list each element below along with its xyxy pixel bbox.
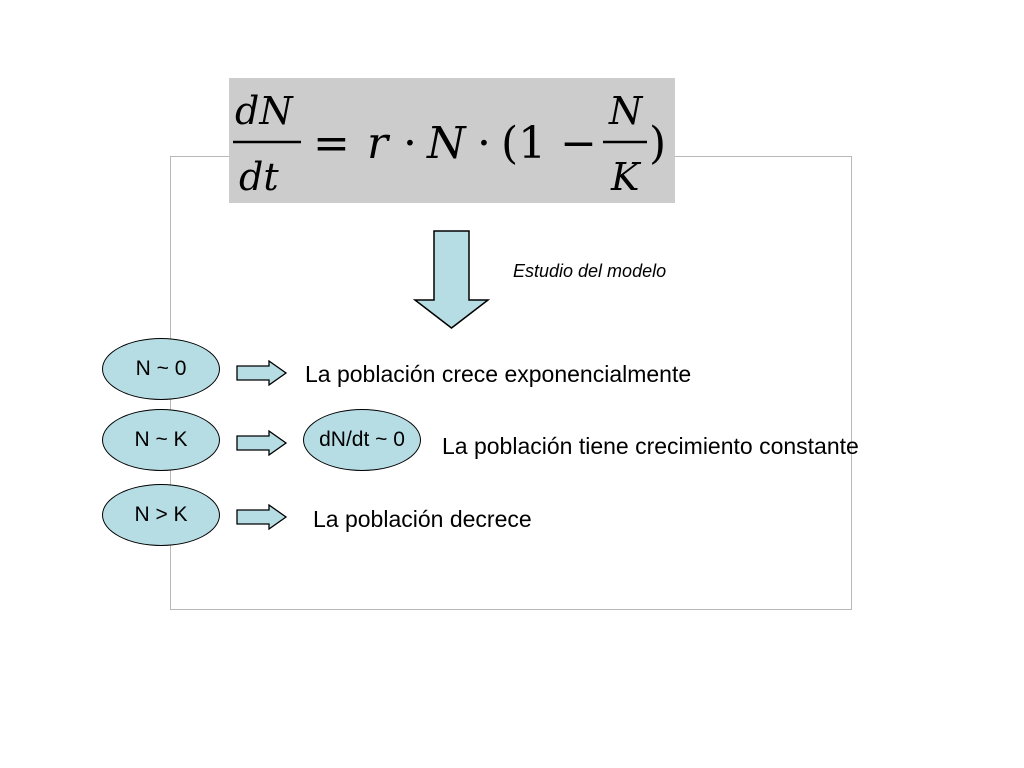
inner-denominator: K: [610, 155, 642, 199]
result-constant: La población tiene crecimiento constante: [442, 433, 859, 459]
study-label: Estudio del modelo: [513, 261, 667, 281]
lhs-numerator: dN: [235, 89, 294, 133]
condition-n-greater-k: N > K: [102, 484, 220, 546]
derivative-zero: dN/dt ~ 0: [303, 409, 421, 471]
result-decrease: La población decrece: [313, 506, 532, 532]
logistic-equation: dN dt = r · N · (1 − N K ): [229, 78, 675, 203]
close-paren: ): [649, 118, 666, 169]
condition-n-k: N ~ K: [102, 409, 220, 471]
dot-2: ·: [477, 118, 491, 169]
equals-sign: =: [313, 118, 350, 169]
condition-n-zero: N ~ 0: [102, 338, 220, 400]
result-exponential: La población crece exponencialmente: [305, 361, 692, 387]
right-arrow-icon: [236, 430, 288, 456]
right-arrow-icon: [236, 504, 288, 530]
open-paren-one-minus: (1 −: [501, 118, 597, 169]
right-arrow-icon: [236, 360, 288, 386]
dot-1: ·: [403, 118, 417, 169]
inner-numerator: N: [608, 89, 644, 133]
down-arrow-icon: [412, 230, 491, 329]
population-n: N: [426, 118, 467, 169]
equation-svg: dN dt = r · N · (1 − N K ): [233, 89, 666, 199]
rate-r: r: [367, 118, 391, 169]
lhs-denominator: dt: [239, 155, 279, 199]
